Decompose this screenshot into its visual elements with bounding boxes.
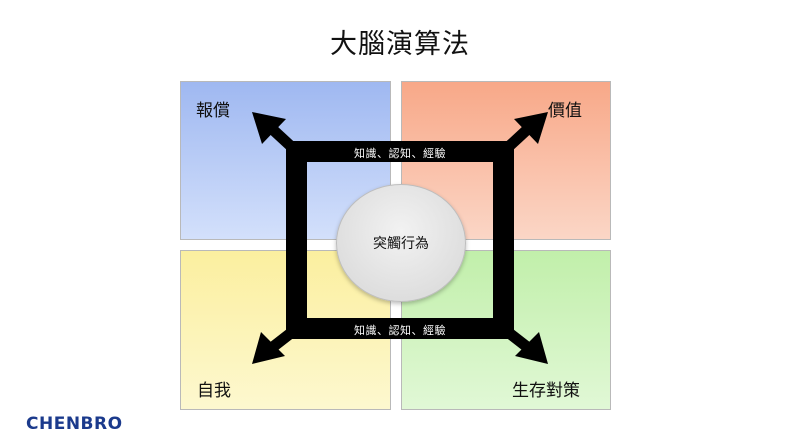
arrow-head-top-right xyxy=(514,112,548,144)
arrow-head-top-left xyxy=(252,112,286,144)
diagram-title: 大腦演算法 xyxy=(330,29,470,60)
center-circle: 突觸行為 xyxy=(336,184,466,302)
frame-square xyxy=(286,141,514,339)
band-bottom-label: 知識、認知、經驗 xyxy=(354,324,446,337)
arrow-head-bottom-left xyxy=(252,332,285,364)
label-bottom-right: 生存對策 xyxy=(512,381,580,401)
label-top-right: 價值 xyxy=(548,101,582,121)
company-logo: CHENBRO xyxy=(26,414,123,434)
label-bottom-left: 自我 xyxy=(197,381,231,401)
center-label: 突觸行為 xyxy=(373,236,429,252)
band-top-label: 知識、認知、經驗 xyxy=(354,147,446,160)
arrow-head-bottom-right xyxy=(515,332,548,364)
label-top-left: 報償 xyxy=(196,101,230,121)
